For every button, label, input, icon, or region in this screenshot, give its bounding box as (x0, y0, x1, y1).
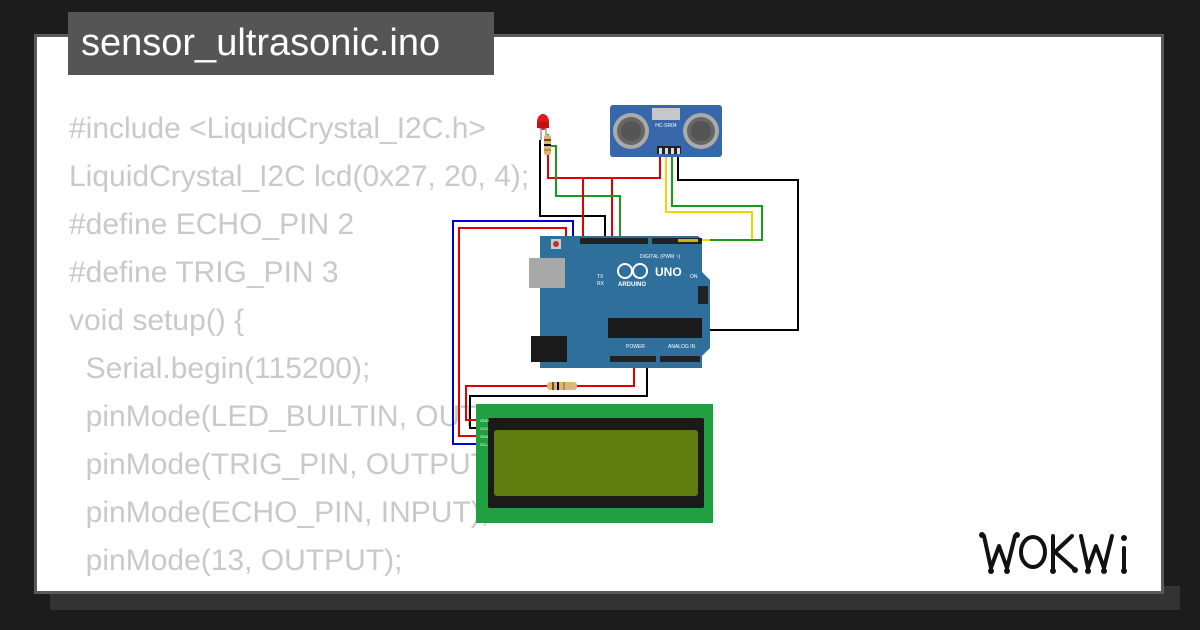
code-line: #define TRIG_PIN 3 (69, 256, 339, 289)
code-line: LiquidCrystal_I2C lcd(0x27, 20, 4); (69, 160, 530, 193)
lcd-pin-sda: SDA (480, 434, 489, 439)
code-line: void setup() { (69, 304, 245, 337)
code-line: #define ECHO_PIN 2 (69, 208, 355, 241)
lcd-pin-gnd: GND (480, 418, 489, 423)
code-line: pinMode(13, OUTPUT); (69, 544, 403, 577)
sensor-label: HC-SR04 (655, 123, 677, 129)
project-filename: sensor_ultrasonic.ino (68, 12, 494, 75)
wokwi-logo (979, 532, 1127, 574)
lcd-screen (494, 430, 698, 496)
resistor-led[interactable] (544, 135, 551, 155)
header-analog (660, 356, 700, 362)
usb-port (529, 258, 565, 288)
tx-label: TX (597, 274, 604, 280)
lcd-display[interactable]: GND VCC SDA SCL (476, 404, 713, 523)
power-jack (531, 336, 567, 362)
icsp-header (698, 286, 708, 304)
rx-label: RX (597, 281, 605, 287)
analog-label: ANALOG IN (668, 344, 696, 350)
header-digital-right (652, 238, 702, 244)
wire-red-led (547, 140, 613, 240)
header-power (610, 356, 656, 362)
power-label: POWER (626, 344, 645, 350)
code-line: Serial.begin(115200); (69, 352, 371, 385)
arduino-uno[interactable]: DIGITAL (PWM ~) UNO ARDUINO TX RX ON POW… (529, 236, 710, 368)
code-editor-preview: #include <LiquidCrystal_I2C.h> LiquidCrys… (69, 105, 557, 585)
code-line: pinMode(ECHO_PIN, INPUT); (69, 496, 490, 529)
wire-black-lcd (469, 356, 648, 429)
reset-button (553, 241, 559, 247)
wire-green-echo (671, 152, 763, 241)
ultrasonic-sensor[interactable]: HC-SR04 (610, 105, 722, 157)
digital-label: DIGITAL (PWM ~) (640, 254, 680, 260)
wire-black-gnd (677, 152, 799, 331)
wire-black-led (539, 140, 606, 240)
resistor-lcd[interactable] (547, 382, 577, 390)
arduino-brand: UNO (655, 265, 682, 279)
wire-red-lcd-a (458, 227, 567, 437)
lcd-pin-vcc: VCC (480, 426, 489, 431)
arduino-sub: ARDUINO (618, 282, 646, 288)
header-digital-left (580, 238, 648, 244)
wire-red-lcd-b (465, 356, 635, 421)
microcontroller-chip (608, 318, 702, 338)
wire-blue (452, 220, 574, 445)
led-red[interactable] (537, 114, 549, 140)
code-line: #include <LiquidCrystal_I2C.h> (69, 112, 486, 145)
on-label: ON (690, 274, 698, 280)
lcd-pin-scl: SCL (480, 442, 489, 447)
